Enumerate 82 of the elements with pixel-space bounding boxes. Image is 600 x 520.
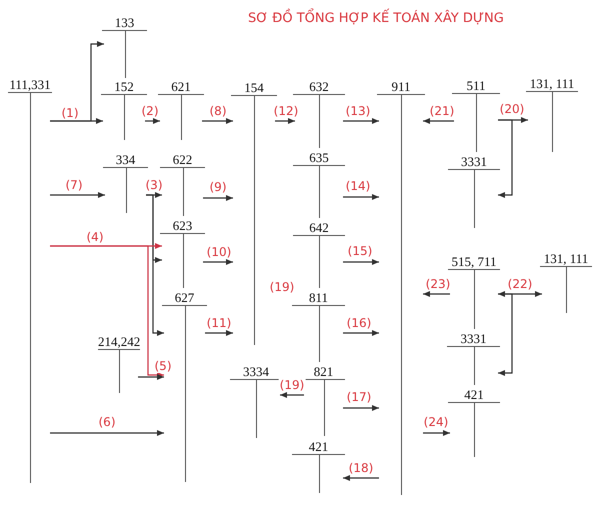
entry-number: (9) xyxy=(208,180,228,194)
arrow xyxy=(138,374,164,380)
entry-number: (2) xyxy=(140,104,160,118)
account-number: 623 xyxy=(160,218,205,234)
arrow xyxy=(423,430,450,436)
t-account xyxy=(102,15,147,78)
t-account xyxy=(377,79,425,495)
account-number: 621 xyxy=(158,79,204,95)
entry-number: (12) xyxy=(272,104,300,118)
entry-number: (6) xyxy=(98,415,116,429)
arrow xyxy=(50,245,164,378)
account-number: 131, 111 xyxy=(540,251,592,267)
entry-number: (5) xyxy=(154,359,172,373)
account-number: 627 xyxy=(162,290,207,306)
arrow xyxy=(50,192,105,198)
account-number: 131, 111 xyxy=(526,76,578,92)
t-account xyxy=(526,76,578,152)
entry-number: (14) xyxy=(344,179,372,193)
arrow xyxy=(343,194,379,200)
entry-number: (13) xyxy=(344,104,372,118)
account-number: 421 xyxy=(448,387,500,403)
account-number: 632 xyxy=(293,79,345,95)
entry-number: (3) xyxy=(144,178,164,192)
t-account xyxy=(98,334,140,393)
account-number: 111,331 xyxy=(8,77,52,93)
t-account xyxy=(448,154,500,228)
entry-number: (1) xyxy=(60,106,80,120)
arrow xyxy=(202,118,233,124)
t-account xyxy=(292,439,345,493)
arrow xyxy=(50,430,164,436)
account-number: 154 xyxy=(231,80,277,96)
account-number: 622 xyxy=(160,152,205,168)
t-account xyxy=(447,331,500,385)
account-number: 214,242 xyxy=(98,334,140,350)
arrow xyxy=(498,119,513,198)
entry-number: (21) xyxy=(428,104,456,118)
entry-number: (10) xyxy=(206,245,232,259)
arrow xyxy=(205,330,233,336)
account-number: 3331 xyxy=(448,154,500,170)
arrow xyxy=(343,259,379,265)
entry-number: (18) xyxy=(348,461,374,475)
arrow xyxy=(146,194,164,336)
entry-number: (19) xyxy=(278,378,306,392)
entry-number: (17) xyxy=(346,390,372,404)
arrow xyxy=(498,293,513,376)
t-account xyxy=(540,251,592,313)
account-number: 515, 711 xyxy=(448,254,500,270)
entry-number: (22) xyxy=(506,277,534,291)
arrow xyxy=(423,118,454,124)
account-number: 133 xyxy=(102,15,147,31)
account-number: 421 xyxy=(292,439,345,455)
account-number: 3331 xyxy=(447,331,500,347)
t-account xyxy=(8,77,52,483)
arrow xyxy=(343,330,379,336)
entry-number: (8) xyxy=(208,104,228,118)
arrow xyxy=(280,392,304,398)
entry-number: (7) xyxy=(64,178,84,192)
account-number: 334 xyxy=(103,152,148,168)
entry-number: (19) xyxy=(268,280,296,294)
arrow xyxy=(145,118,160,124)
arrow xyxy=(343,475,379,481)
account-number: 152 xyxy=(101,79,147,95)
account-number: 511 xyxy=(452,78,500,94)
arrow xyxy=(275,118,295,124)
entry-number: (24) xyxy=(422,415,450,429)
arrow xyxy=(343,405,379,411)
account-number: 642 xyxy=(293,220,345,236)
entry-number: (16) xyxy=(346,316,372,330)
entry-number: (20) xyxy=(498,102,526,116)
arrow xyxy=(203,259,233,265)
arrow xyxy=(50,41,104,122)
arrow xyxy=(343,118,379,124)
arrow xyxy=(498,291,542,297)
entry-number: (23) xyxy=(424,277,452,291)
arrow xyxy=(423,291,450,297)
t-account xyxy=(160,218,205,288)
entry-number: (4) xyxy=(86,230,104,244)
entry-number: (15) xyxy=(346,244,374,258)
entry-number: (11) xyxy=(206,316,232,330)
account-number: 911 xyxy=(377,79,425,95)
account-number: 635 xyxy=(293,150,345,166)
arrow xyxy=(203,195,233,201)
